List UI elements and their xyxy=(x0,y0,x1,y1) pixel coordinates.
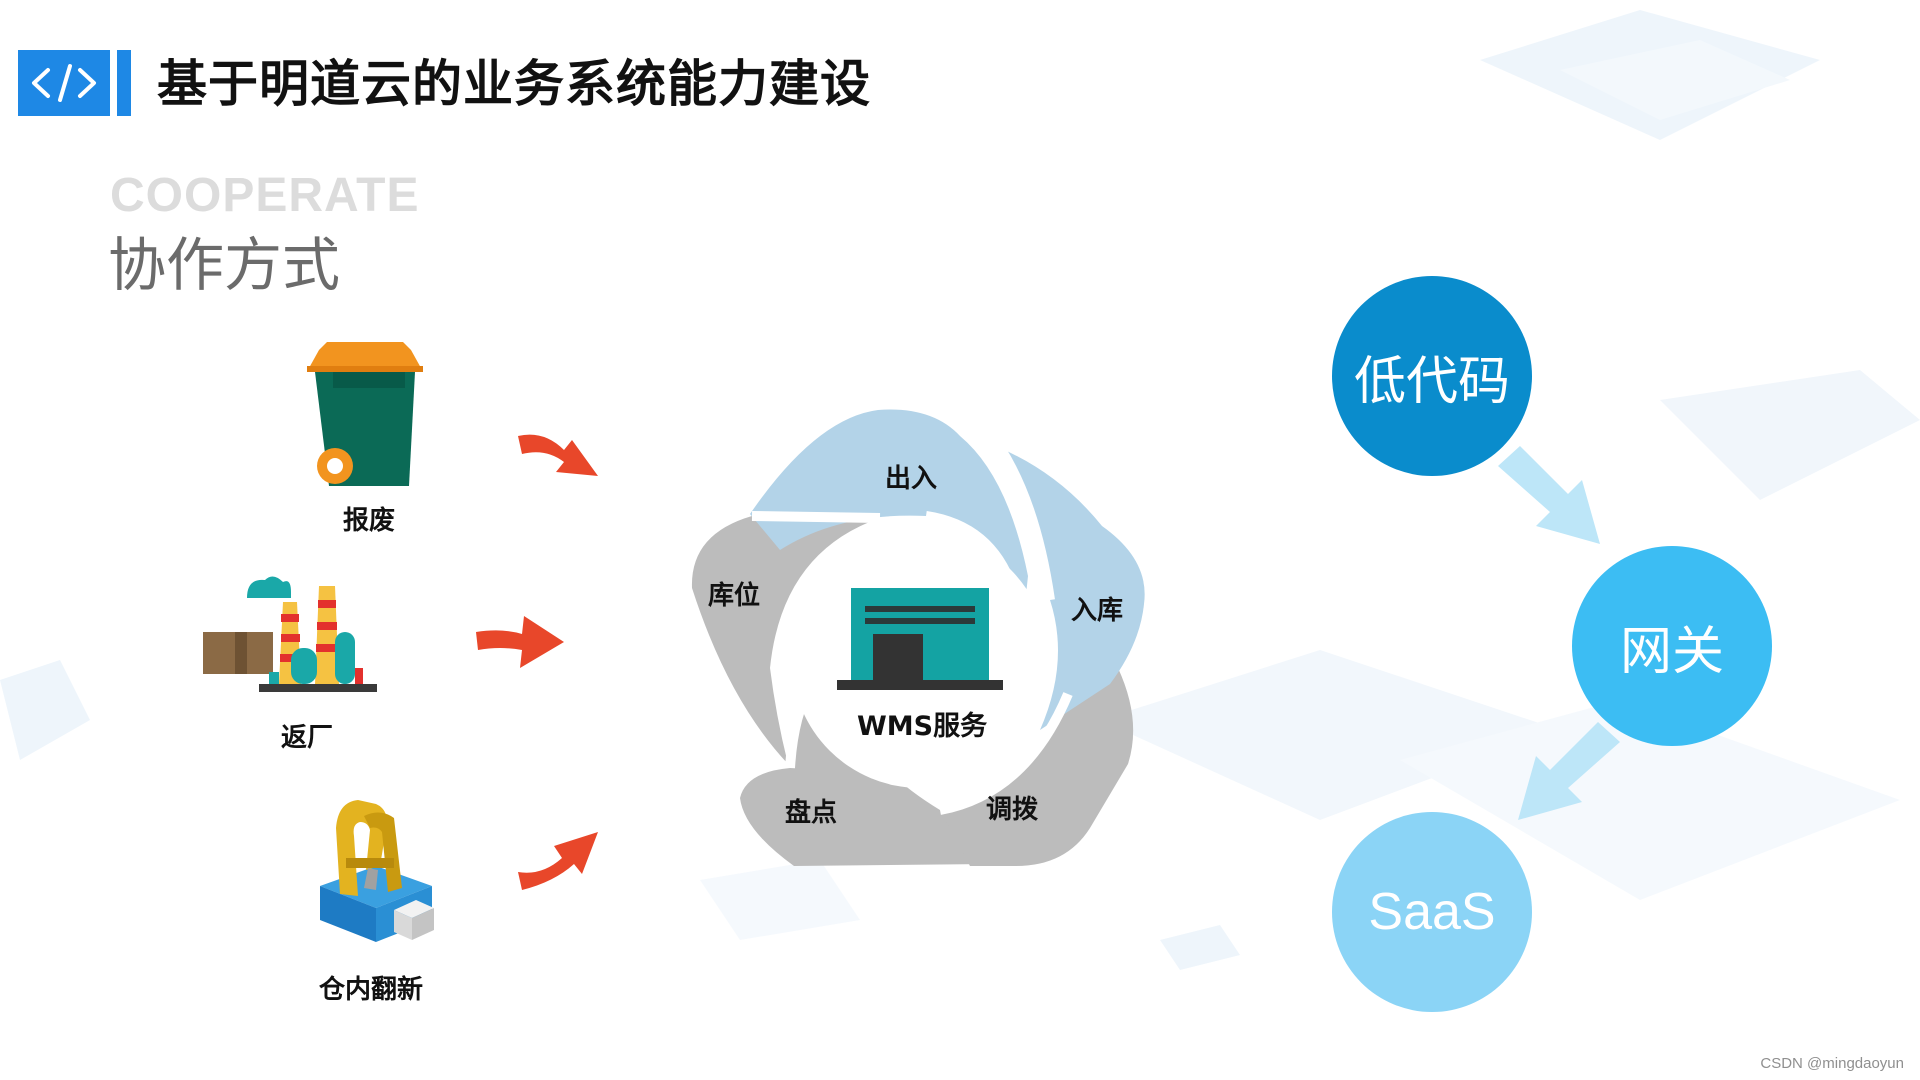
section-label-zh: 协作方式 xyxy=(108,231,341,299)
robot-arm-icon xyxy=(320,800,434,942)
input-label-refurbish: 仓内翻新 xyxy=(319,975,424,1005)
arrow-right-icon xyxy=(518,832,598,890)
input-label-return: 返厂 xyxy=(281,723,334,753)
section-label-en: COOPERATE xyxy=(110,169,420,222)
stack-circle-saas: SaaS xyxy=(1332,812,1532,1012)
segment-label-inbound: 入库 xyxy=(1071,596,1124,626)
stack-circle-lowcode: 低代码 xyxy=(1332,276,1532,476)
segment-label-location: 库位 xyxy=(708,581,761,611)
segment-label-count: 盘点 xyxy=(785,798,838,828)
code-badge xyxy=(18,50,110,116)
segment-label-transfer: 调拨 xyxy=(986,795,1039,825)
arrow-down-right-icon xyxy=(1498,446,1600,544)
cycle-segment-inout xyxy=(750,409,1028,620)
factory-icon xyxy=(203,576,377,692)
wms-center-label: WMS服务 xyxy=(857,711,988,742)
arrow-right-icon xyxy=(476,616,564,668)
code-brackets-icon xyxy=(32,64,96,102)
warehouse-icon xyxy=(837,588,1003,690)
arrow-right-icon xyxy=(518,434,598,476)
page-title: 基于明道云的业务系统能力建设 xyxy=(157,55,871,113)
cycle-segment-location xyxy=(691,516,880,764)
segment-label-inout: 出入 xyxy=(885,464,938,494)
waste-bin-icon xyxy=(307,342,423,486)
input-label-scrap: 报废 xyxy=(343,506,396,536)
watermark: CSDN @mingdaoyun xyxy=(1760,1055,1904,1072)
arrow-down-left-icon xyxy=(1518,722,1620,820)
title-accent-bar xyxy=(117,50,131,116)
stack-circle-gateway: 网关 xyxy=(1572,546,1772,746)
